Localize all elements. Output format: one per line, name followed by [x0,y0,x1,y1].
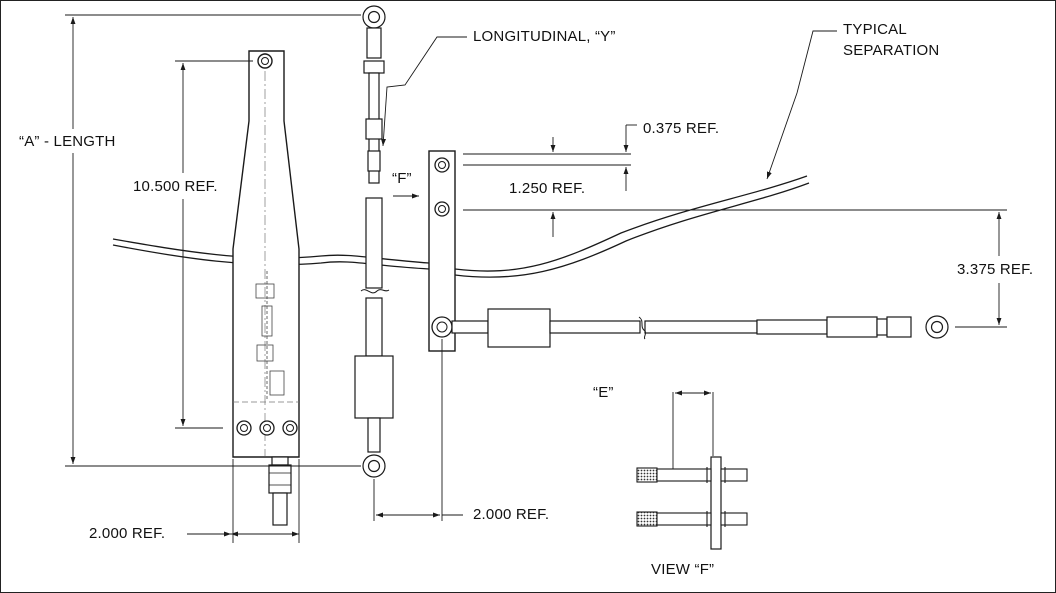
ref-3-375-label: 3.375 REF. [957,261,1034,278]
separation-label: SEPARATION [843,42,940,59]
view-f-detail [636,390,748,550]
ref-2-000-left-label: 2.000 REF. [89,525,166,542]
rod-break-vertical [360,289,390,294]
longitudinal-rod [354,5,394,478]
typical-label: TYPICAL [843,21,907,38]
transverse-rod [451,308,949,348]
e-marker-label: “E” [593,384,614,401]
tapered-bracket [232,50,300,526]
ref-1-250-label: 1.250 REF. [509,180,586,197]
view-f-label: VIEW “F” [651,561,715,578]
a-length-label: “A” - LENGTH [19,133,116,150]
ref-0-375-label: 0.375 REF. [643,120,720,137]
longitudinal-label: LONGITUDINAL, “Y” [473,28,616,45]
separation-bracket [428,150,456,352]
ref-2-000-right-label: 2.000 REF. [473,506,550,523]
ref-10-500-label: 10.500 REF. [133,178,218,195]
view-f-marker-label: “F” [392,170,412,187]
dimension-lines [65,14,1007,543]
